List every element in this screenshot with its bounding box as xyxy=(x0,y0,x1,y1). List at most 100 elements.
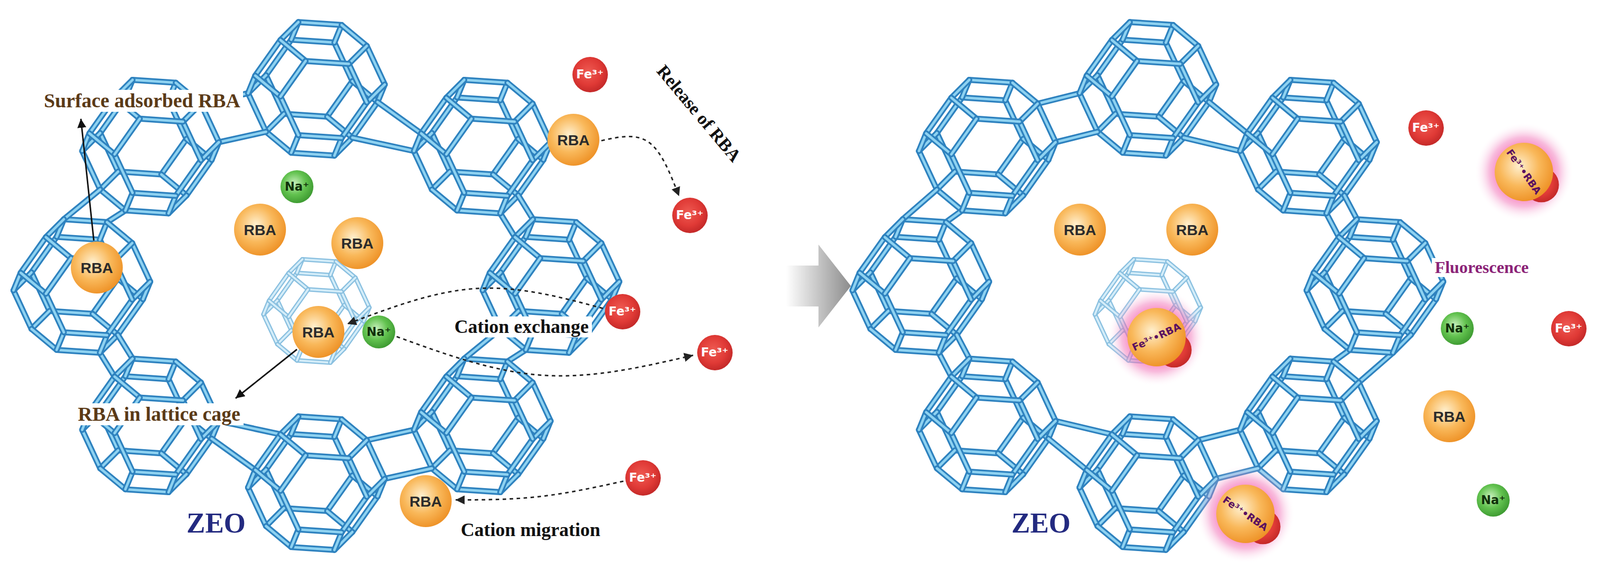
strut-outline xyxy=(56,349,100,353)
strut-core xyxy=(421,133,447,155)
strut-core xyxy=(1272,79,1291,98)
strut-outline xyxy=(1258,171,1277,190)
framework-strut xyxy=(446,154,465,193)
framework-strut xyxy=(464,192,508,196)
strut-core xyxy=(1272,376,1298,398)
strut-outline xyxy=(951,79,970,98)
strut-core xyxy=(298,529,342,533)
framework-strut xyxy=(201,142,220,161)
framework-strut xyxy=(945,222,971,244)
framework-strut xyxy=(175,361,201,383)
strut-core xyxy=(100,450,119,469)
strut-core xyxy=(99,352,115,377)
strut-outline xyxy=(533,219,576,223)
strut-outline xyxy=(532,142,551,161)
strut-outline xyxy=(161,138,187,175)
framework-strut xyxy=(366,429,414,441)
strut-outline xyxy=(1111,39,1137,61)
strut-core xyxy=(82,429,101,469)
strut-core xyxy=(1333,160,1359,196)
framework-strut xyxy=(926,412,952,434)
framework-strut xyxy=(539,258,583,262)
strut-core xyxy=(1340,400,1359,439)
strut-core xyxy=(255,75,280,97)
strut-outline xyxy=(489,237,515,273)
framework-strut xyxy=(1240,150,1259,190)
framework-strut xyxy=(280,96,299,135)
strut-outline xyxy=(1344,195,1357,220)
strut-core xyxy=(457,97,501,101)
strut-core xyxy=(266,113,284,132)
strut-core xyxy=(288,259,303,273)
framework-strut xyxy=(31,328,57,350)
strut-outline xyxy=(117,334,133,359)
strut-outline xyxy=(971,243,990,282)
strut-core xyxy=(348,63,367,103)
strut-outline xyxy=(870,328,896,350)
strut-core xyxy=(1198,429,1241,441)
strut-core xyxy=(280,60,306,97)
framework-strut xyxy=(1247,376,1273,413)
framework-strut xyxy=(341,277,356,292)
strut-outline xyxy=(951,376,977,398)
strut-outline xyxy=(20,237,46,273)
strut-outline xyxy=(1111,490,1130,530)
framework-strut xyxy=(45,237,71,259)
strut-core xyxy=(859,237,885,273)
strut-outline xyxy=(280,60,306,97)
strut-outline xyxy=(132,243,151,282)
strut-core xyxy=(132,471,176,475)
framework-strut xyxy=(248,93,267,132)
strut-core xyxy=(1086,434,1112,470)
strut-outline xyxy=(298,416,342,420)
strut-core xyxy=(1290,79,1334,83)
strut-core xyxy=(446,97,472,119)
strut-outline xyxy=(457,210,501,214)
strut-outline xyxy=(945,222,971,244)
framework-strut xyxy=(951,97,977,119)
strut-outline xyxy=(1037,103,1056,143)
strut-core xyxy=(938,352,952,377)
strut-core xyxy=(1019,121,1038,161)
strut-core xyxy=(953,243,972,262)
framework-strut xyxy=(953,243,972,262)
framework-strut xyxy=(945,299,971,335)
strut-outline xyxy=(298,21,342,25)
strut-core xyxy=(507,439,533,475)
framework-strut xyxy=(341,419,367,441)
strut-outline xyxy=(1012,439,1038,475)
strut-outline xyxy=(100,468,126,490)
framework-strut xyxy=(518,195,534,220)
strut-core xyxy=(1097,526,1123,547)
strut-outline xyxy=(446,154,465,193)
strut-core xyxy=(1097,508,1116,527)
framework-strut xyxy=(175,160,201,196)
framework-strut xyxy=(1019,103,1038,122)
framework-strut xyxy=(125,489,169,493)
framework-strut xyxy=(1055,421,1112,435)
strut-outline xyxy=(1086,434,1112,470)
framework-strut xyxy=(1313,237,1339,273)
strut-core xyxy=(1129,135,1173,139)
strut-outline xyxy=(248,93,267,132)
framework-strut xyxy=(1333,82,1359,104)
strut-core xyxy=(255,470,280,492)
strut-core xyxy=(100,171,119,190)
strut-core xyxy=(951,79,970,98)
strut-outline xyxy=(291,152,335,156)
strut-core xyxy=(106,210,126,223)
strut-outline xyxy=(63,332,107,336)
framework-strut xyxy=(575,222,601,244)
strut-core xyxy=(1340,121,1359,161)
framework-strut xyxy=(296,272,331,276)
strut-core xyxy=(514,121,533,161)
framework-strut xyxy=(971,243,990,282)
strut-outline xyxy=(45,293,64,332)
strut-core xyxy=(1172,496,1198,533)
framework-strut xyxy=(1324,328,1350,350)
framework-strut xyxy=(352,137,414,152)
strut-core xyxy=(507,82,533,104)
framework-strut xyxy=(45,219,64,238)
strut-outline xyxy=(1012,361,1038,383)
strut-outline xyxy=(431,171,450,190)
